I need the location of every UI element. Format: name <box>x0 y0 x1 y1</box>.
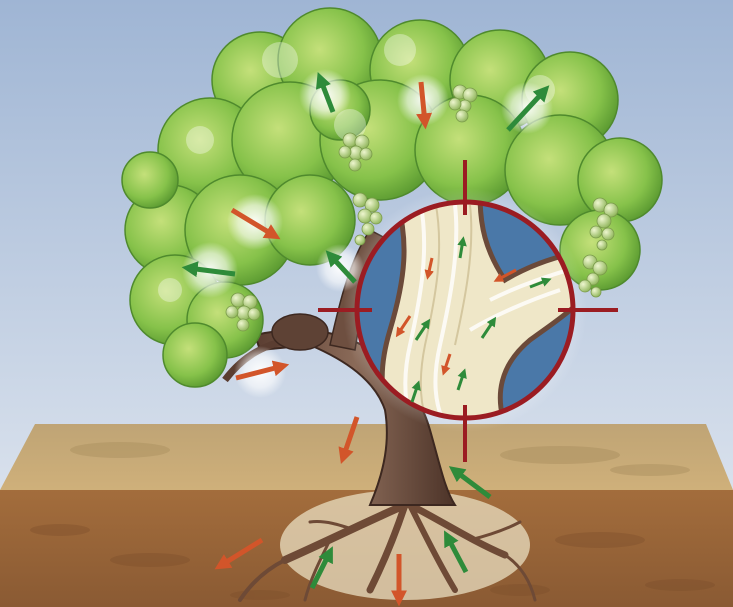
vine-illustration <box>0 0 733 607</box>
vine-scene <box>0 0 733 607</box>
